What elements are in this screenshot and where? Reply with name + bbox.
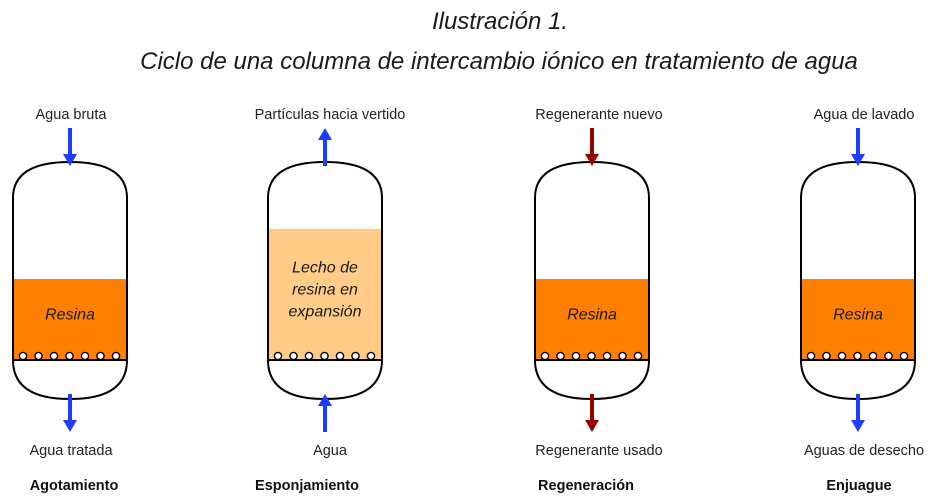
nozzle <box>853 351 862 361</box>
nozzle <box>289 351 298 361</box>
nozzle <box>366 351 376 361</box>
top-flow-label: Partículas hacia vertido <box>255 107 406 123</box>
nozzle <box>80 351 90 361</box>
outflow-arrow <box>585 394 599 432</box>
bottom-flow-label: Aguas de desecho <box>804 443 924 459</box>
bed-label: expansión <box>289 304 362 321</box>
stage-name: Regeneración <box>538 478 634 494</box>
outflow-arrow <box>851 394 865 432</box>
bottom-flow-label: Agua <box>313 443 348 459</box>
nozzle <box>49 351 59 361</box>
inflow-arrow <box>63 128 77 166</box>
nozzle <box>837 351 847 361</box>
nozzle <box>822 351 831 361</box>
column-vessel <box>534 160 650 401</box>
nozzle <box>899 351 909 361</box>
bottom-flow-label: Agua tratada <box>29 443 113 459</box>
nozzle <box>540 351 550 361</box>
resin-bed <box>801 279 915 360</box>
outflow-arrow <box>63 394 77 432</box>
nozzle <box>351 351 360 361</box>
nozzle <box>96 351 105 361</box>
nozzle <box>618 351 627 361</box>
nozzle <box>18 351 28 361</box>
nozzle <box>806 351 816 361</box>
inflow-arrow <box>318 394 332 432</box>
bed-label: Resina <box>833 307 883 324</box>
nozzle <box>335 351 345 361</box>
bottom-flow-label: Regenerante usado <box>535 443 662 459</box>
bed-label: Lecho de <box>292 260 358 277</box>
nozzle <box>884 351 893 361</box>
stage-name: Agotamiento <box>30 478 119 494</box>
nozzle <box>633 351 643 361</box>
figure-title: Ciclo de una columna de intercambio ióni… <box>140 48 858 75</box>
stage-name: Enjuague <box>826 478 891 494</box>
top-flow-label: Regenerante nuevo <box>535 107 662 123</box>
top-flow-label: Agua bruta <box>36 107 108 123</box>
column-vessel <box>12 160 128 401</box>
outflow-arrow <box>318 128 332 166</box>
column-vessel <box>267 160 383 401</box>
resin-bed <box>268 229 382 360</box>
top-flow-label: Agua de lavado <box>814 107 915 123</box>
nozzle <box>34 351 43 361</box>
figure-number: Ilustración 1. <box>431 8 569 35</box>
nozzle <box>868 351 878 361</box>
column-vessel <box>800 160 916 401</box>
nozzle <box>273 351 283 361</box>
bed-label: Resina <box>567 307 617 324</box>
nozzle <box>320 351 329 361</box>
stage-name: Esponjamiento <box>255 478 359 494</box>
resin-bed <box>13 279 127 360</box>
bed-label: Resina <box>45 307 95 324</box>
inflow-arrow <box>851 128 865 166</box>
nozzle <box>556 351 565 361</box>
resin-bed <box>535 279 649 360</box>
nozzle <box>65 351 74 361</box>
nozzle <box>602 351 612 361</box>
bed-label: resina en <box>292 282 358 299</box>
nozzle <box>587 351 596 361</box>
nozzle <box>571 351 581 361</box>
stage-2: Lecho de resina en expansión Partículas hac… <box>255 107 406 494</box>
inflow-arrow <box>585 128 599 166</box>
nozzle <box>111 351 121 361</box>
nozzle <box>304 351 314 361</box>
